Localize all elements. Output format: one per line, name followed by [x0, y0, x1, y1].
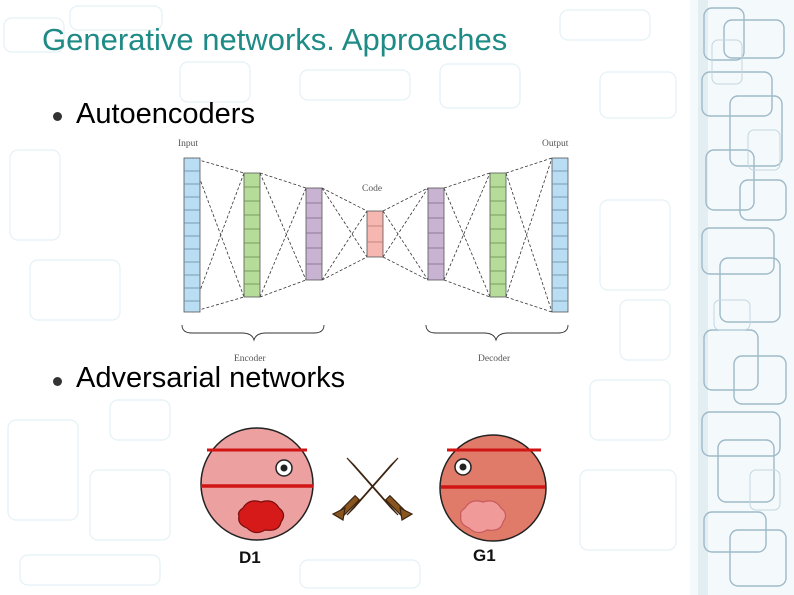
encoder-hidden-layer-2 — [305, 187, 323, 281]
code-layer — [366, 210, 384, 258]
bullet-point-icon — [53, 112, 62, 121]
encoder-label: Encoder — [234, 354, 266, 364]
discriminator-face-icon — [200, 427, 314, 541]
output-label: Output — [542, 139, 569, 149]
autoencoder-diagram: Input Output Code Encoder Decoder — [178, 139, 569, 364]
output-layer — [551, 157, 569, 313]
generator-face-icon — [439, 434, 547, 542]
encoder-brace — [181, 324, 325, 342]
input-label: Input — [178, 139, 198, 149]
encoder-hidden-layer-1 — [243, 172, 261, 298]
decoder-brace — [425, 324, 569, 342]
right-decorative-stripe — [690, 0, 794, 595]
left-player-label: D1 — [239, 548, 261, 567]
slide-title: Generative networks. Approaches — [42, 22, 508, 57]
decoder-hidden-layer-1 — [427, 187, 445, 281]
code-label: Code — [362, 184, 382, 194]
bullet-point-icon — [53, 377, 62, 386]
input-layer — [183, 157, 201, 313]
decoder-label: Decoder — [478, 354, 511, 364]
right-player-label: G1 — [473, 546, 496, 565]
crossed-swords-icon — [331, 457, 414, 521]
adversarial-illustration: D1 G1 — [200, 427, 547, 567]
bullet-adversarial-networks: Adversarial networks — [76, 362, 346, 394]
bullet-autoencoders: Autoencoders — [76, 98, 255, 130]
decoder-hidden-layer-2 — [489, 172, 507, 298]
